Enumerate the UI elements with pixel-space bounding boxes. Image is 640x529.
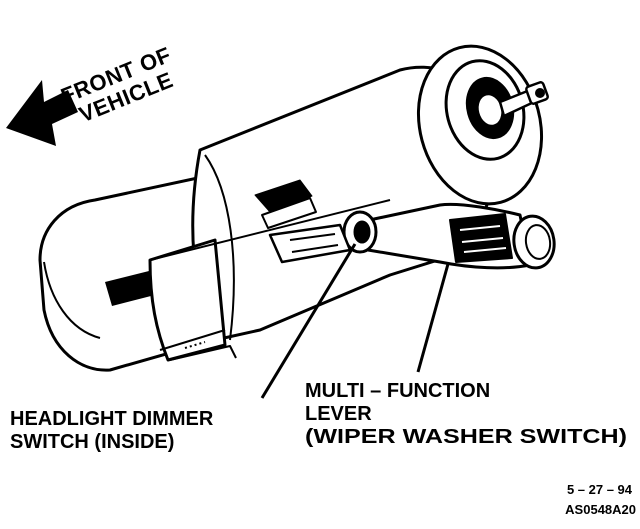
multi-function-lever xyxy=(268,202,556,270)
multi-function-line3: (WIPER WASHER SWITCH) xyxy=(305,426,627,448)
reference-date: 5 – 27 – 94 xyxy=(567,482,633,497)
headlight-dimmer-line2: SWITCH (INSIDE) xyxy=(10,431,174,453)
multi-function-line2: LEVER xyxy=(305,403,372,425)
leader-lines xyxy=(260,243,450,399)
headlight-dimmer-callout: HEADLIGHT DIMMER SWITCH (INSIDE) xyxy=(10,408,214,453)
headlight-dimmer-line1: HEADLIGHT DIMMER xyxy=(10,408,214,430)
headlight-dimmer-leader xyxy=(260,243,357,399)
figure-reference: 5 – 27 – 94 AS0548A20 xyxy=(565,482,636,517)
multi-function-leader xyxy=(416,263,450,373)
column-end-cap xyxy=(416,44,549,206)
multi-function-line1: MULTI – FUNCTION xyxy=(305,380,490,402)
arrow-left-up-icon xyxy=(6,80,78,146)
multi-function-callout: MULTI – FUNCTION LEVER (WIPER WASHER SWI… xyxy=(305,380,627,448)
front-of-vehicle-label: FRONT OF VEHICLE xyxy=(57,42,176,127)
reference-code: AS0548A20 xyxy=(565,502,636,517)
